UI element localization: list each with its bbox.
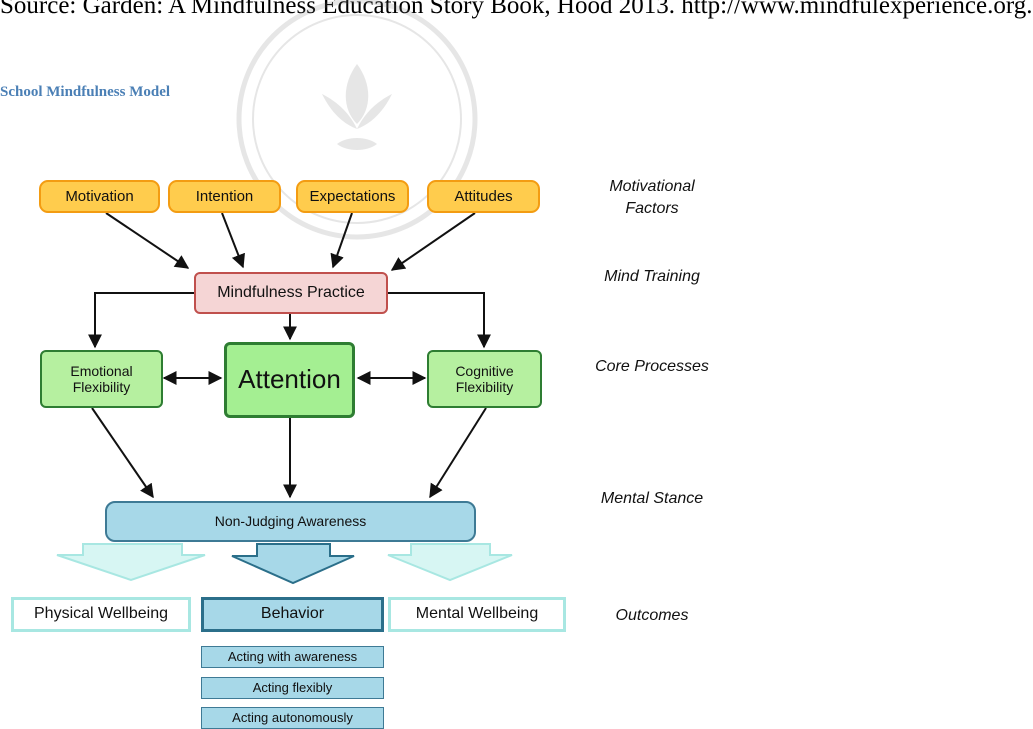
university-seal-watermark (236, 0, 478, 240)
non-judging-awareness-node: Non-Judging Awareness (105, 501, 476, 542)
arrow-emotional-awareness (91, 407, 154, 499)
attention-node: Attention (224, 342, 355, 418)
figure-title: School Mindfulness Model (0, 84, 171, 100)
arrow-practice-cognitive (388, 292, 491, 349)
intention-node: Intention (168, 180, 281, 213)
arrow-expectations-practice (330, 212, 353, 269)
motivation-node: Motivation (39, 180, 160, 213)
arrow-cognitive-awareness (429, 407, 487, 499)
attitudes-node: Attitudes (427, 180, 540, 213)
acting-flexibly-node: Acting flexibly (201, 677, 384, 699)
arrow-attitudes-practice (390, 212, 476, 271)
arrow-intention-practice (221, 212, 245, 269)
outcome-arrow-mental (387, 543, 513, 582)
level-label-outcomes: Outcomes (615, 607, 689, 624)
level-label-mental-stance: Mental Stance (600, 490, 704, 507)
mental-wellbeing-node: Mental Wellbeing (388, 597, 566, 632)
behavior-node: Behavior (201, 597, 384, 632)
level-label-mind-training: Mind Training (604, 268, 700, 285)
diagram-connectors (56, 212, 513, 585)
acting-autonomously-node: Acting autonomously (201, 707, 384, 729)
expectations-node: Expectations (296, 180, 409, 213)
physical-wellbeing-node: Physical Wellbeing (11, 597, 191, 632)
outcome-arrow-physical (56, 543, 206, 582)
mindfulness-practice-node: Mindfulness Practice (194, 272, 388, 314)
acting-with-awareness-node: Acting with awareness (201, 646, 384, 668)
level-label-core-processes: Core Processes (595, 358, 709, 375)
emotional-flexibility-node: Emotional Flexibility (40, 350, 163, 408)
cognitive-flexibility-node: Cognitive Flexibility (427, 350, 542, 408)
citation-text: Source: Garden: A Mindfulness Education … (0, 0, 1033, 19)
outcome-arrow-behavior (231, 543, 355, 585)
arrow-practice-emotional (88, 292, 194, 349)
arrow-motivation-practice (105, 212, 190, 269)
level-label-motivational-factors: Motivational Factors (609, 178, 695, 217)
